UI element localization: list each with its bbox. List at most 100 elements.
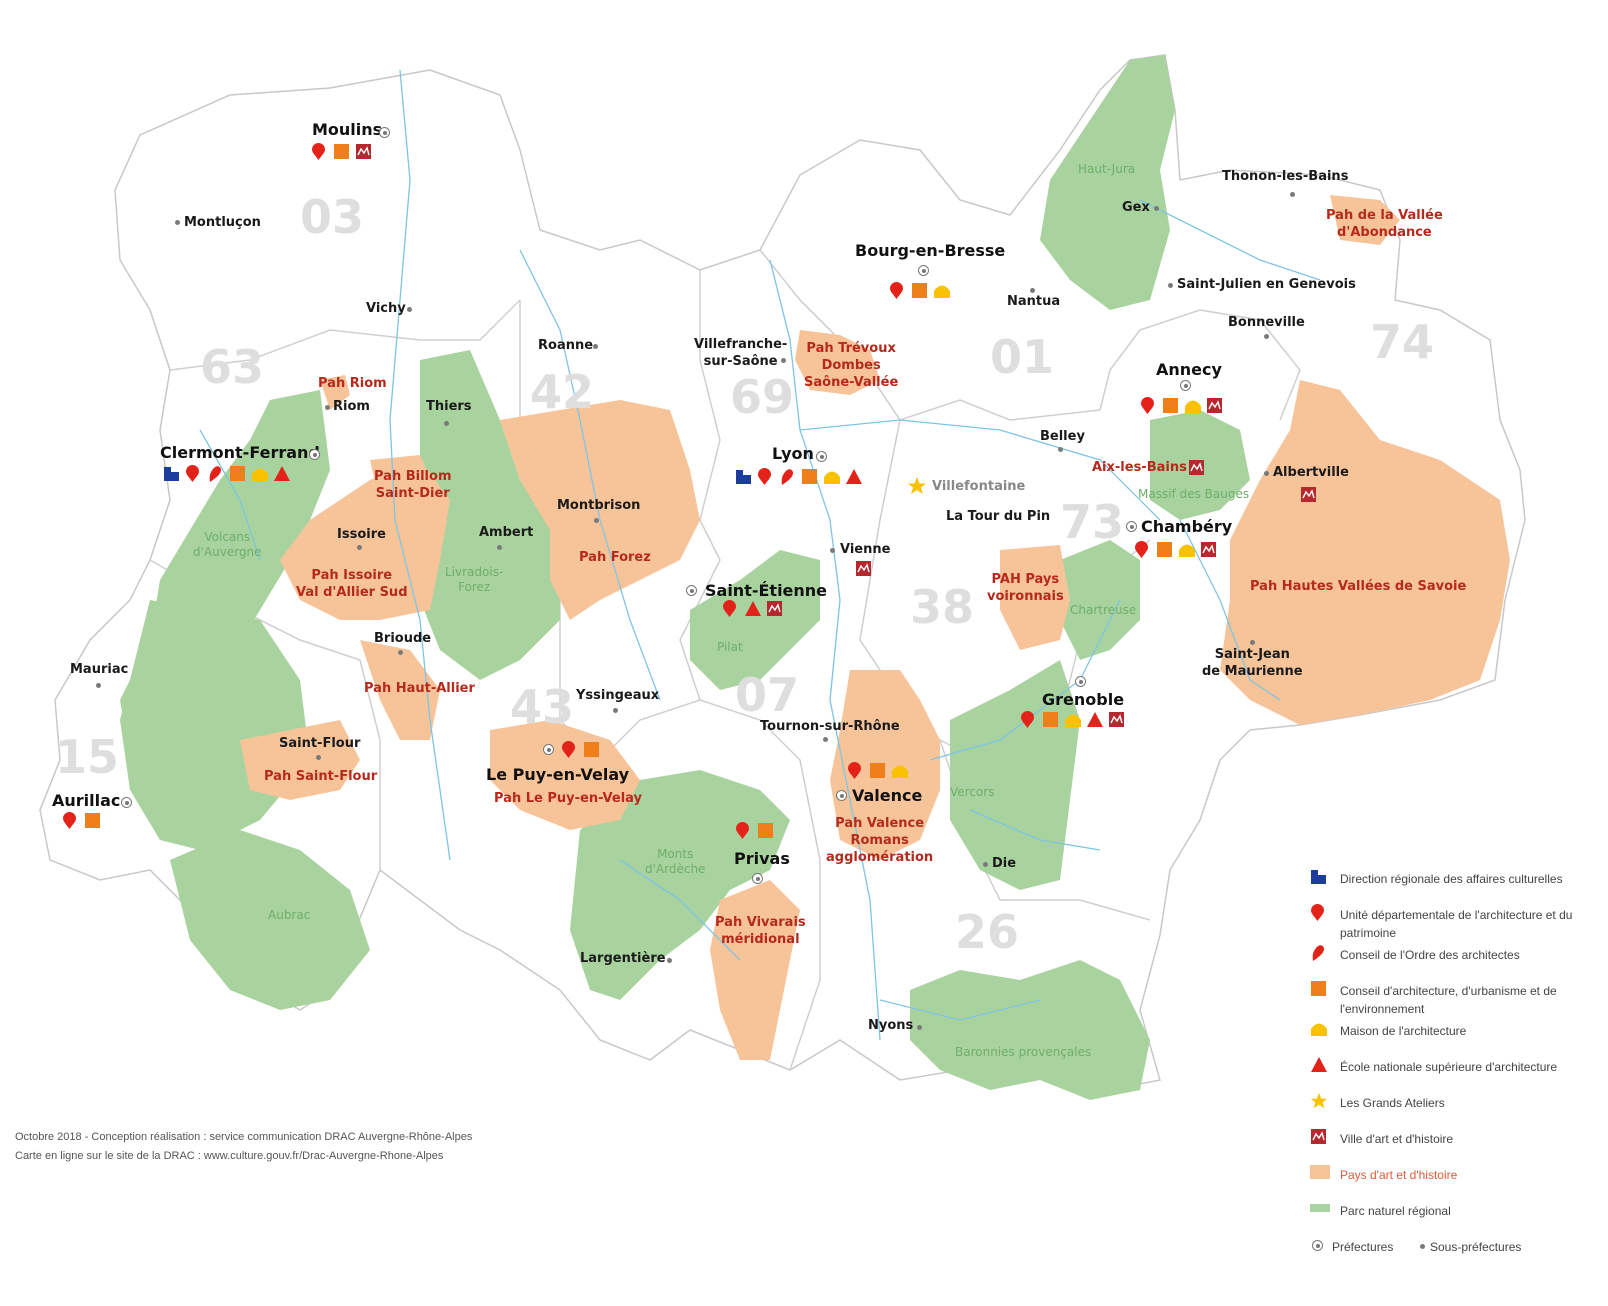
subprefecture-label-albertville: Albertville (1273, 465, 1349, 480)
subprefecture-dot (1264, 471, 1269, 476)
subprefecture-label-bonneville: Bonneville (1228, 315, 1305, 330)
udap-icon (1140, 397, 1157, 414)
prefecture-marker (121, 797, 132, 808)
pah-area-forez (500, 400, 700, 620)
subprefecture-label-issoire: Issoire (337, 527, 386, 542)
maison-icon (1064, 711, 1081, 728)
subprefecture-dot (325, 405, 330, 410)
pah-label-line: Romans (850, 833, 909, 848)
subprefecture-label-aix-les-bains: Aix-les-Bains (1092, 460, 1187, 475)
legend-item: École nationale supérieure d'architectur… (1310, 1056, 1600, 1092)
pah-label-line: Pah Billom (374, 469, 452, 484)
ensa-icon (273, 465, 290, 482)
udap-icon (847, 762, 864, 779)
department-number: 42 (530, 365, 595, 419)
icons-grenoble (1020, 711, 1125, 728)
department-number: 73 (1060, 495, 1125, 549)
pah-swatch (1310, 1164, 1332, 1184)
vah-icon (355, 143, 372, 160)
subprefecture-label-roanne: Roanne (538, 338, 594, 353)
legend-text: Unité départementale de l'architecture e… (1340, 908, 1573, 940)
park-aubrac (170, 830, 370, 1010)
udap-icon (1020, 711, 1037, 728)
subprefecture-label-tournon: Tournon-sur-Rhône (760, 719, 900, 734)
subprefecture-label-montbrison: Montbrison (557, 498, 641, 513)
legend: Direction régionale des affaires culture… (1310, 868, 1600, 1258)
subprefecture-label-line: de Maurienne (1202, 664, 1303, 679)
legend-text-prefectures: Préfectures (1332, 1240, 1394, 1254)
caue-icon (229, 465, 246, 482)
icons-moulins (311, 143, 372, 160)
udap-icon (185, 465, 202, 482)
udap-icon (735, 822, 752, 839)
subprefecture-legend-dot (1420, 1244, 1425, 1249)
legend-item: Les Grands Ateliers (1310, 1092, 1600, 1128)
subprefecture-dot (1030, 288, 1035, 293)
prefecture-label-annecy: Annecy (1156, 360, 1222, 379)
icons-aurillac (62, 812, 101, 829)
legend-item: Préfectures Sous-préfectures (1310, 1236, 1600, 1258)
department-number: 26 (955, 905, 1020, 959)
maison-icon (251, 465, 268, 482)
legend-item: Pays d'art et d'histoire (1310, 1164, 1600, 1200)
subprefecture-dot (593, 344, 598, 349)
legend-item: Conseil de l'Ordre des architectes (1310, 944, 1600, 980)
subprefecture-label-la-tour-du-pin: La Tour du Pin (946, 509, 1051, 524)
subprefecture-dot (1290, 192, 1295, 197)
ensa-icon (744, 600, 761, 617)
subprefecture-label-st-julien: Saint-Julien en Genevois (1177, 277, 1356, 292)
department-number: 38 (910, 580, 975, 634)
subprefecture-label-largentiere: Largentière (580, 951, 666, 966)
legend-text: Parc naturel régional (1340, 1204, 1451, 1218)
pah-label-line: Pah Trévoux (806, 341, 896, 356)
icons-clermont (163, 465, 290, 482)
prefecture-label-moulins: Moulins (312, 120, 383, 139)
prefecture-label-aurillac: Aurillac (52, 791, 121, 810)
department-number: 43 (510, 680, 575, 734)
subprefecture-dot (407, 307, 412, 312)
pah-label-line: Val d'Allier Sud (296, 585, 408, 600)
subprefecture-label-die: Die (992, 856, 1017, 871)
park-label-line: Monts (657, 847, 694, 861)
icons-privas (735, 822, 774, 839)
star-icon (1310, 1092, 1332, 1112)
park-label-vercors: Vercors (950, 785, 995, 799)
drac-icon (163, 465, 180, 482)
udap-icon (722, 600, 739, 617)
pah-label-line: Pah Vivarais (715, 915, 806, 930)
subprefecture-dot (96, 683, 101, 688)
department-number: 63 (200, 340, 265, 394)
subprefecture-label-vichy: Vichy (366, 301, 406, 316)
park-label-line: Livradois- (445, 565, 504, 579)
legend-text: Maison de l'architecture (1340, 1024, 1467, 1038)
pah-label-line: Pah Valence (835, 816, 925, 831)
legend-text: École nationale supérieure d'architectur… (1340, 1060, 1558, 1074)
ordre-icon (1310, 944, 1332, 964)
udap-icon (62, 812, 79, 829)
prefecture-label-grenoble: Grenoble (1042, 690, 1125, 709)
legend-item: Ville d'art et d'histoire (1310, 1128, 1600, 1164)
maison-icon (891, 762, 908, 779)
department-number: 07 (735, 668, 800, 722)
legend-text: Les Grands Ateliers (1340, 1096, 1445, 1110)
subprefecture-label-montlucon: Montluçon (184, 215, 261, 230)
prefecture-label-lyon: Lyon (772, 444, 814, 463)
department-number: 69 (730, 370, 795, 424)
icons-aix (1188, 459, 1205, 476)
legend-text: Conseil d'architecture, d'urbanisme et d… (1340, 984, 1557, 1016)
pah-area-savoie (1220, 380, 1510, 725)
grands-ateliers-star-icon (908, 477, 926, 494)
subprefecture-label-st-flour: Saint-Flour (279, 736, 361, 751)
subprefecture-dot (1264, 334, 1269, 339)
subprefecture-label-villefranche: Villefranche-sur-Saône (694, 336, 787, 370)
vah-icon (1200, 541, 1217, 558)
vah-icon (1206, 397, 1223, 414)
park-haut-jura (1040, 55, 1175, 310)
prefecture-label-bourg: Bourg-en-Bresse (855, 241, 1006, 260)
subprefecture-dot (1154, 206, 1159, 211)
